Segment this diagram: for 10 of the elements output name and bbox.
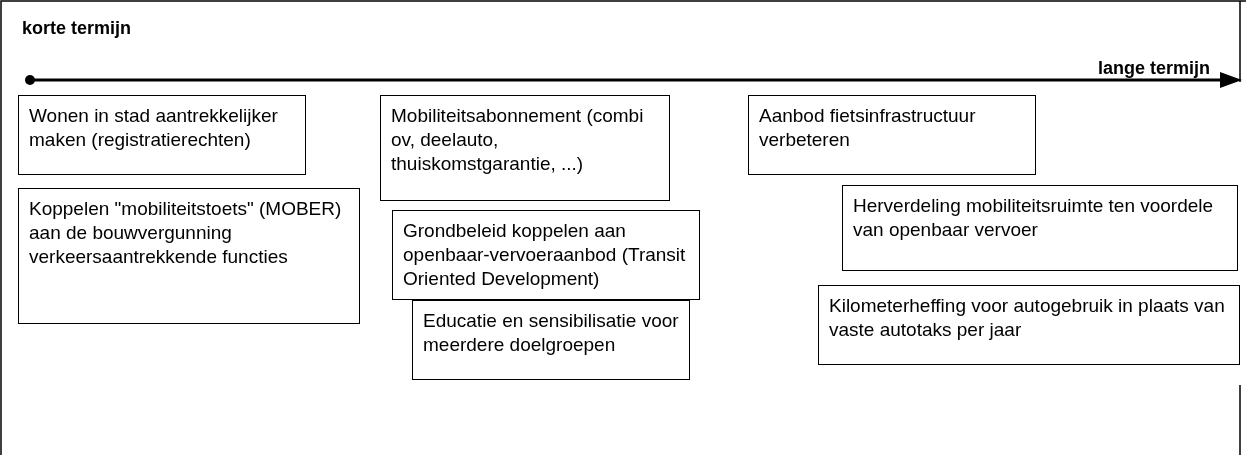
- timeline-label: korte termijn: [22, 18, 132, 39]
- measure-box: Koppelen "mobiliteitstoets" (MOBER) aan de bouwvergunning verkeersaantrekkende functies: [18, 188, 360, 324]
- measure-box: Educatie en sensibilisatie voor meerdere doelgroepen: [412, 300, 690, 380]
- timeline-label: lange termijn: [1098, 58, 1211, 79]
- measure-box: Kilometerheffing voor autogebruik in plaats van vaste autotaks per jaar: [818, 285, 1240, 365]
- measure-box: Grondbeleid koppelen aan openbaar-vervoeraanbod (Transit Oriented Development): [392, 210, 700, 300]
- measure-box: Mobiliteitsabonnement (combi ov, deelauto, thuiskomstgarantie, ...): [380, 95, 670, 201]
- measure-box: Wonen in stad aantrekkelijker maken (registratierechten): [18, 95, 306, 175]
- measure-box: Herverdeling mobiliteitsruimte ten voordele van openbaar vervoer: [842, 185, 1238, 271]
- measure-box: Aanbod fietsinfrastructuur verbeteren: [748, 95, 1036, 175]
